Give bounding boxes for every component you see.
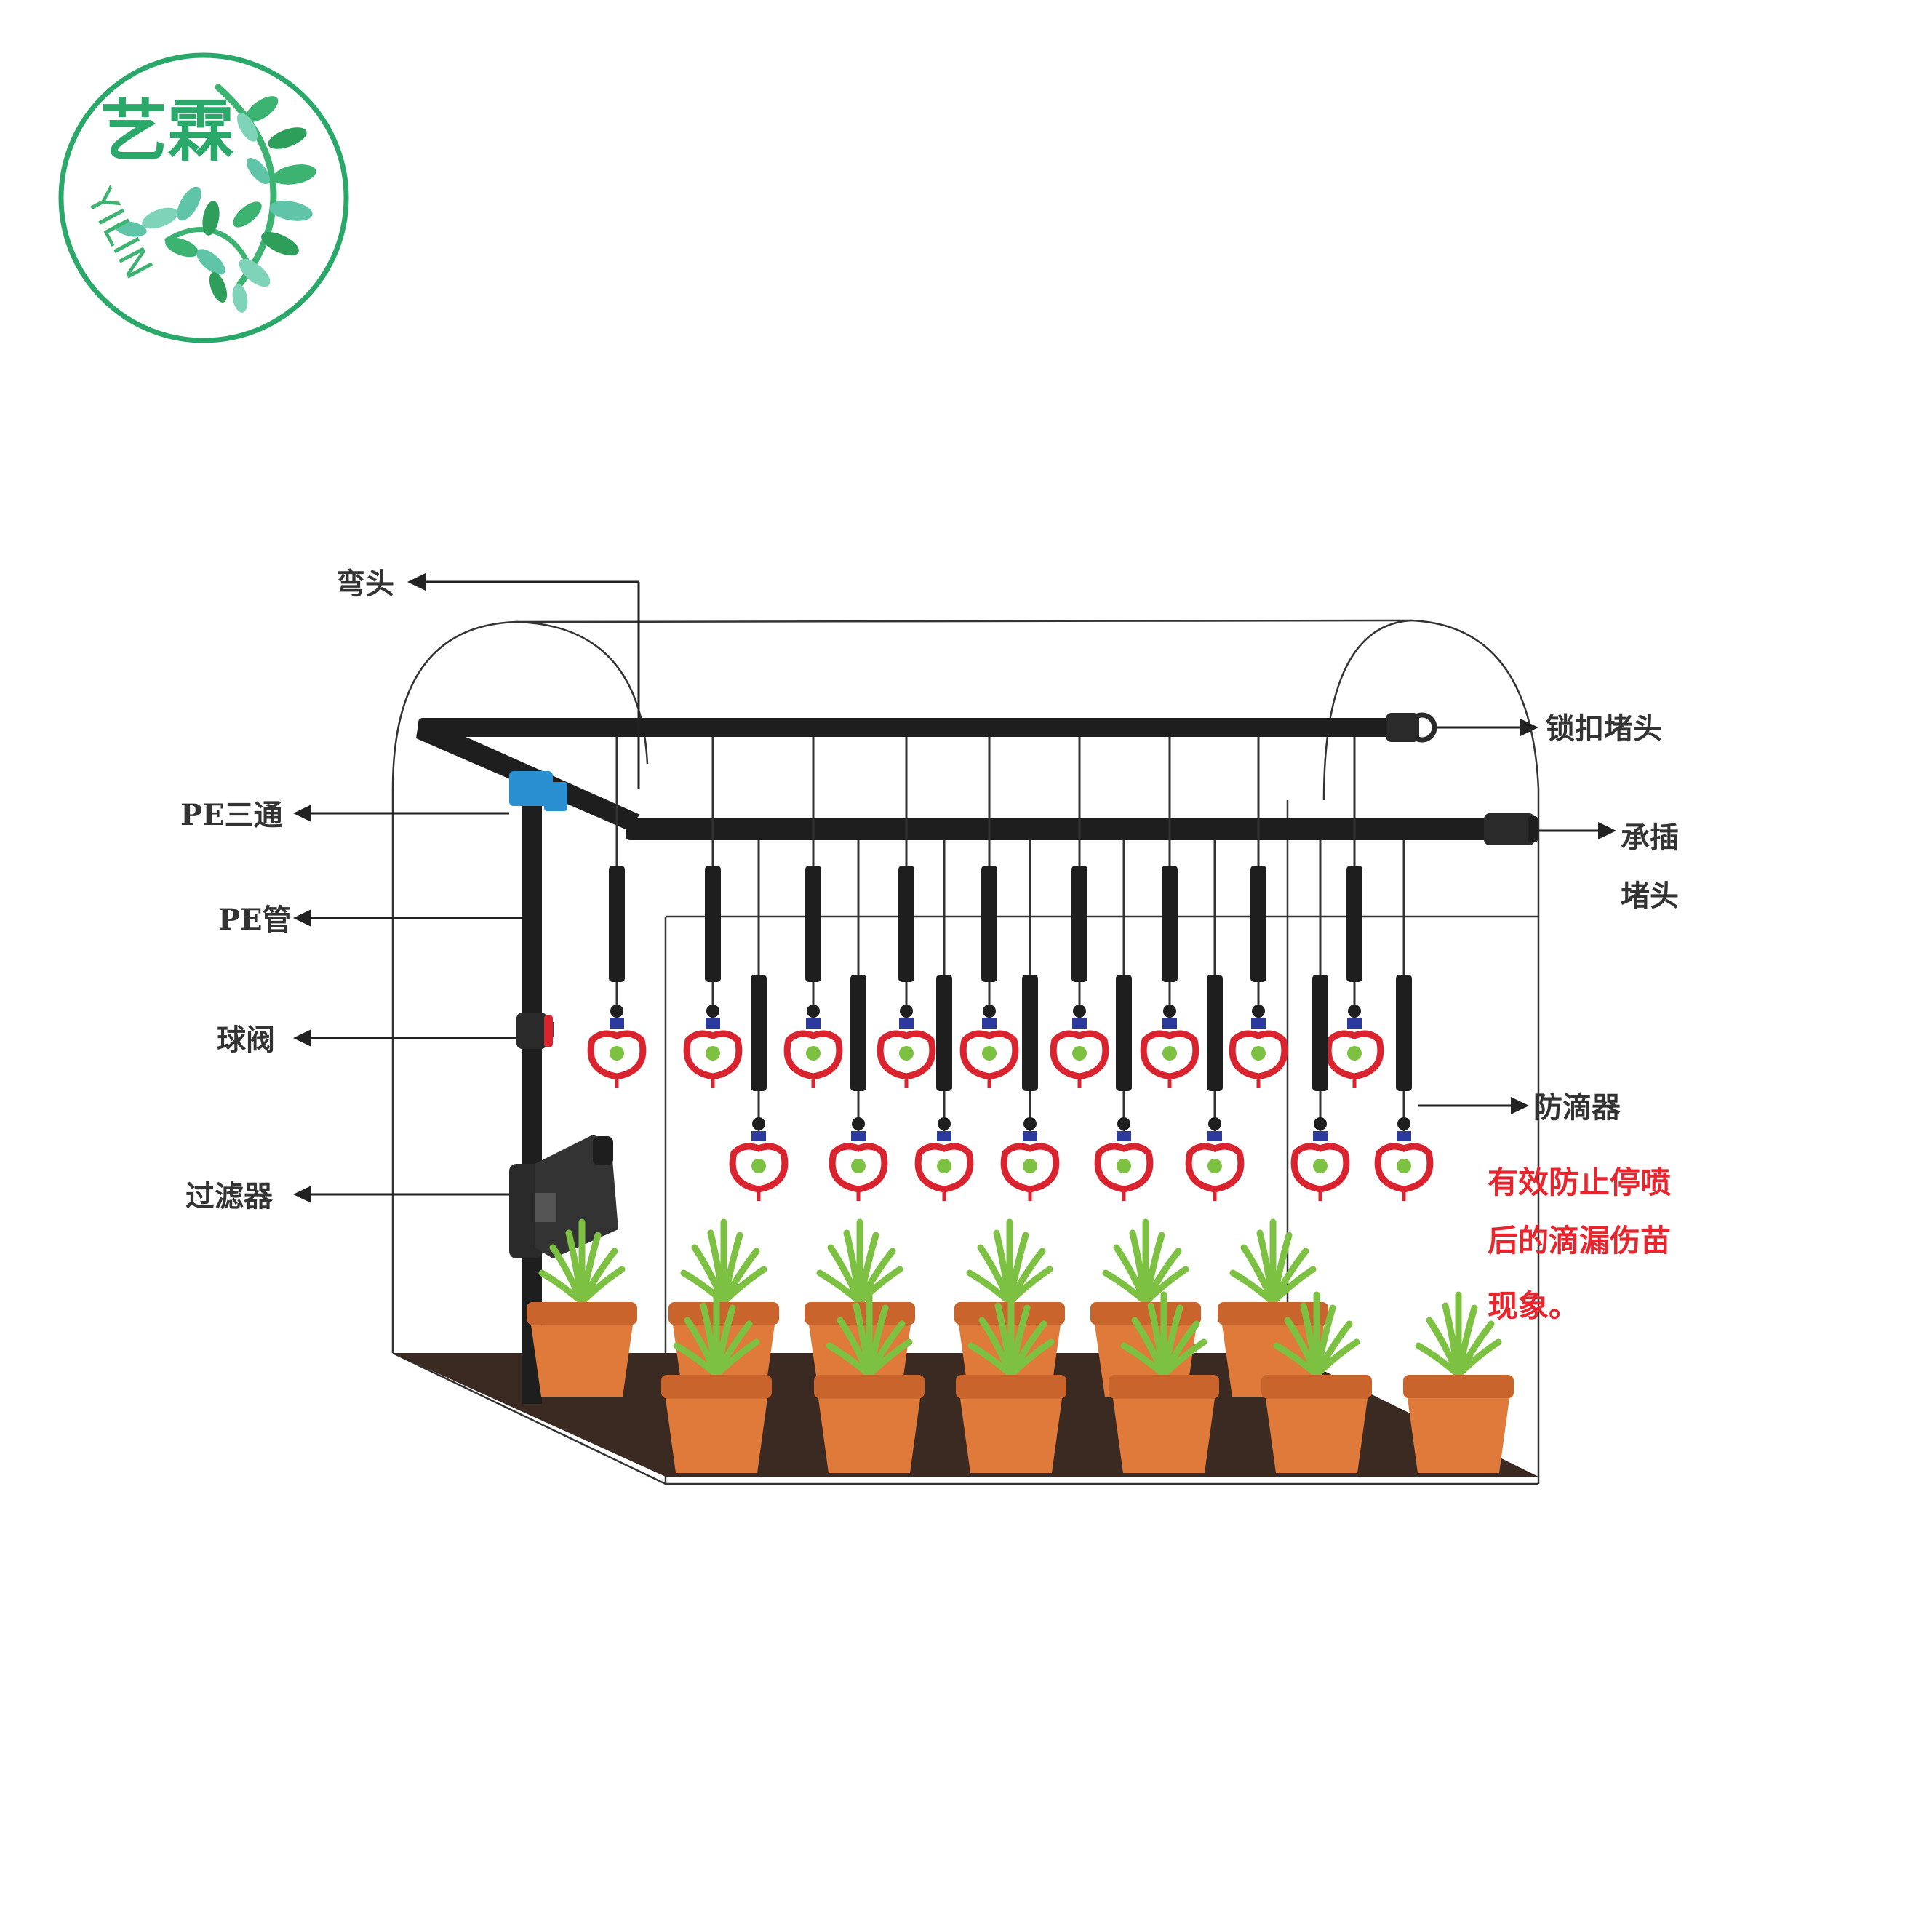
socket-plug [1484,813,1538,845]
ball-valve [516,1013,554,1049]
pe-tee [509,771,567,811]
label-socket-plug-1: 承插 [1621,821,1679,855]
logo: 艺霖 YILIN [61,55,346,340]
logo-name: 艺霖 [100,92,234,170]
label-pe-pipe: PE管 [218,903,292,937]
sprinkler-unit [1098,840,1150,1201]
sprinkler-unit [1189,840,1241,1201]
label-lock-plug: 锁扣堵头 [1546,711,1662,746]
sprinkler-unit [1294,840,1346,1201]
label-socket-plug-2: 堵头 [1621,879,1679,913]
lateral-pipe-lower [626,818,1495,840]
label-anti-drip: 防滴器 [1533,1090,1621,1125]
sprinkler-unit [1378,840,1430,1201]
note-line-3: 现象。 [1488,1288,1579,1324]
callout-lines [293,573,1616,1203]
label-pe-tee: PE三通 [180,798,283,832]
sprinkler-unit [1004,840,1056,1201]
lateral-pipe-upper [418,718,1397,737]
note-line-2: 后的滴漏伤苗 [1488,1223,1671,1258]
sprinkler-unit [733,840,785,1201]
label-filter: 过滤器 [185,1179,274,1213]
sprinkler-array [591,737,1430,1201]
sprinkler-unit [832,840,885,1201]
plant-pot [1090,1222,1201,1397]
note-line-1: 有效防止停喷 [1488,1165,1671,1200]
lock-plug [1386,713,1434,742]
label-elbow: 弯头 [336,567,394,601]
sprinkler-unit [918,840,970,1201]
label-ball-valve: 球阀 [217,1023,275,1057]
